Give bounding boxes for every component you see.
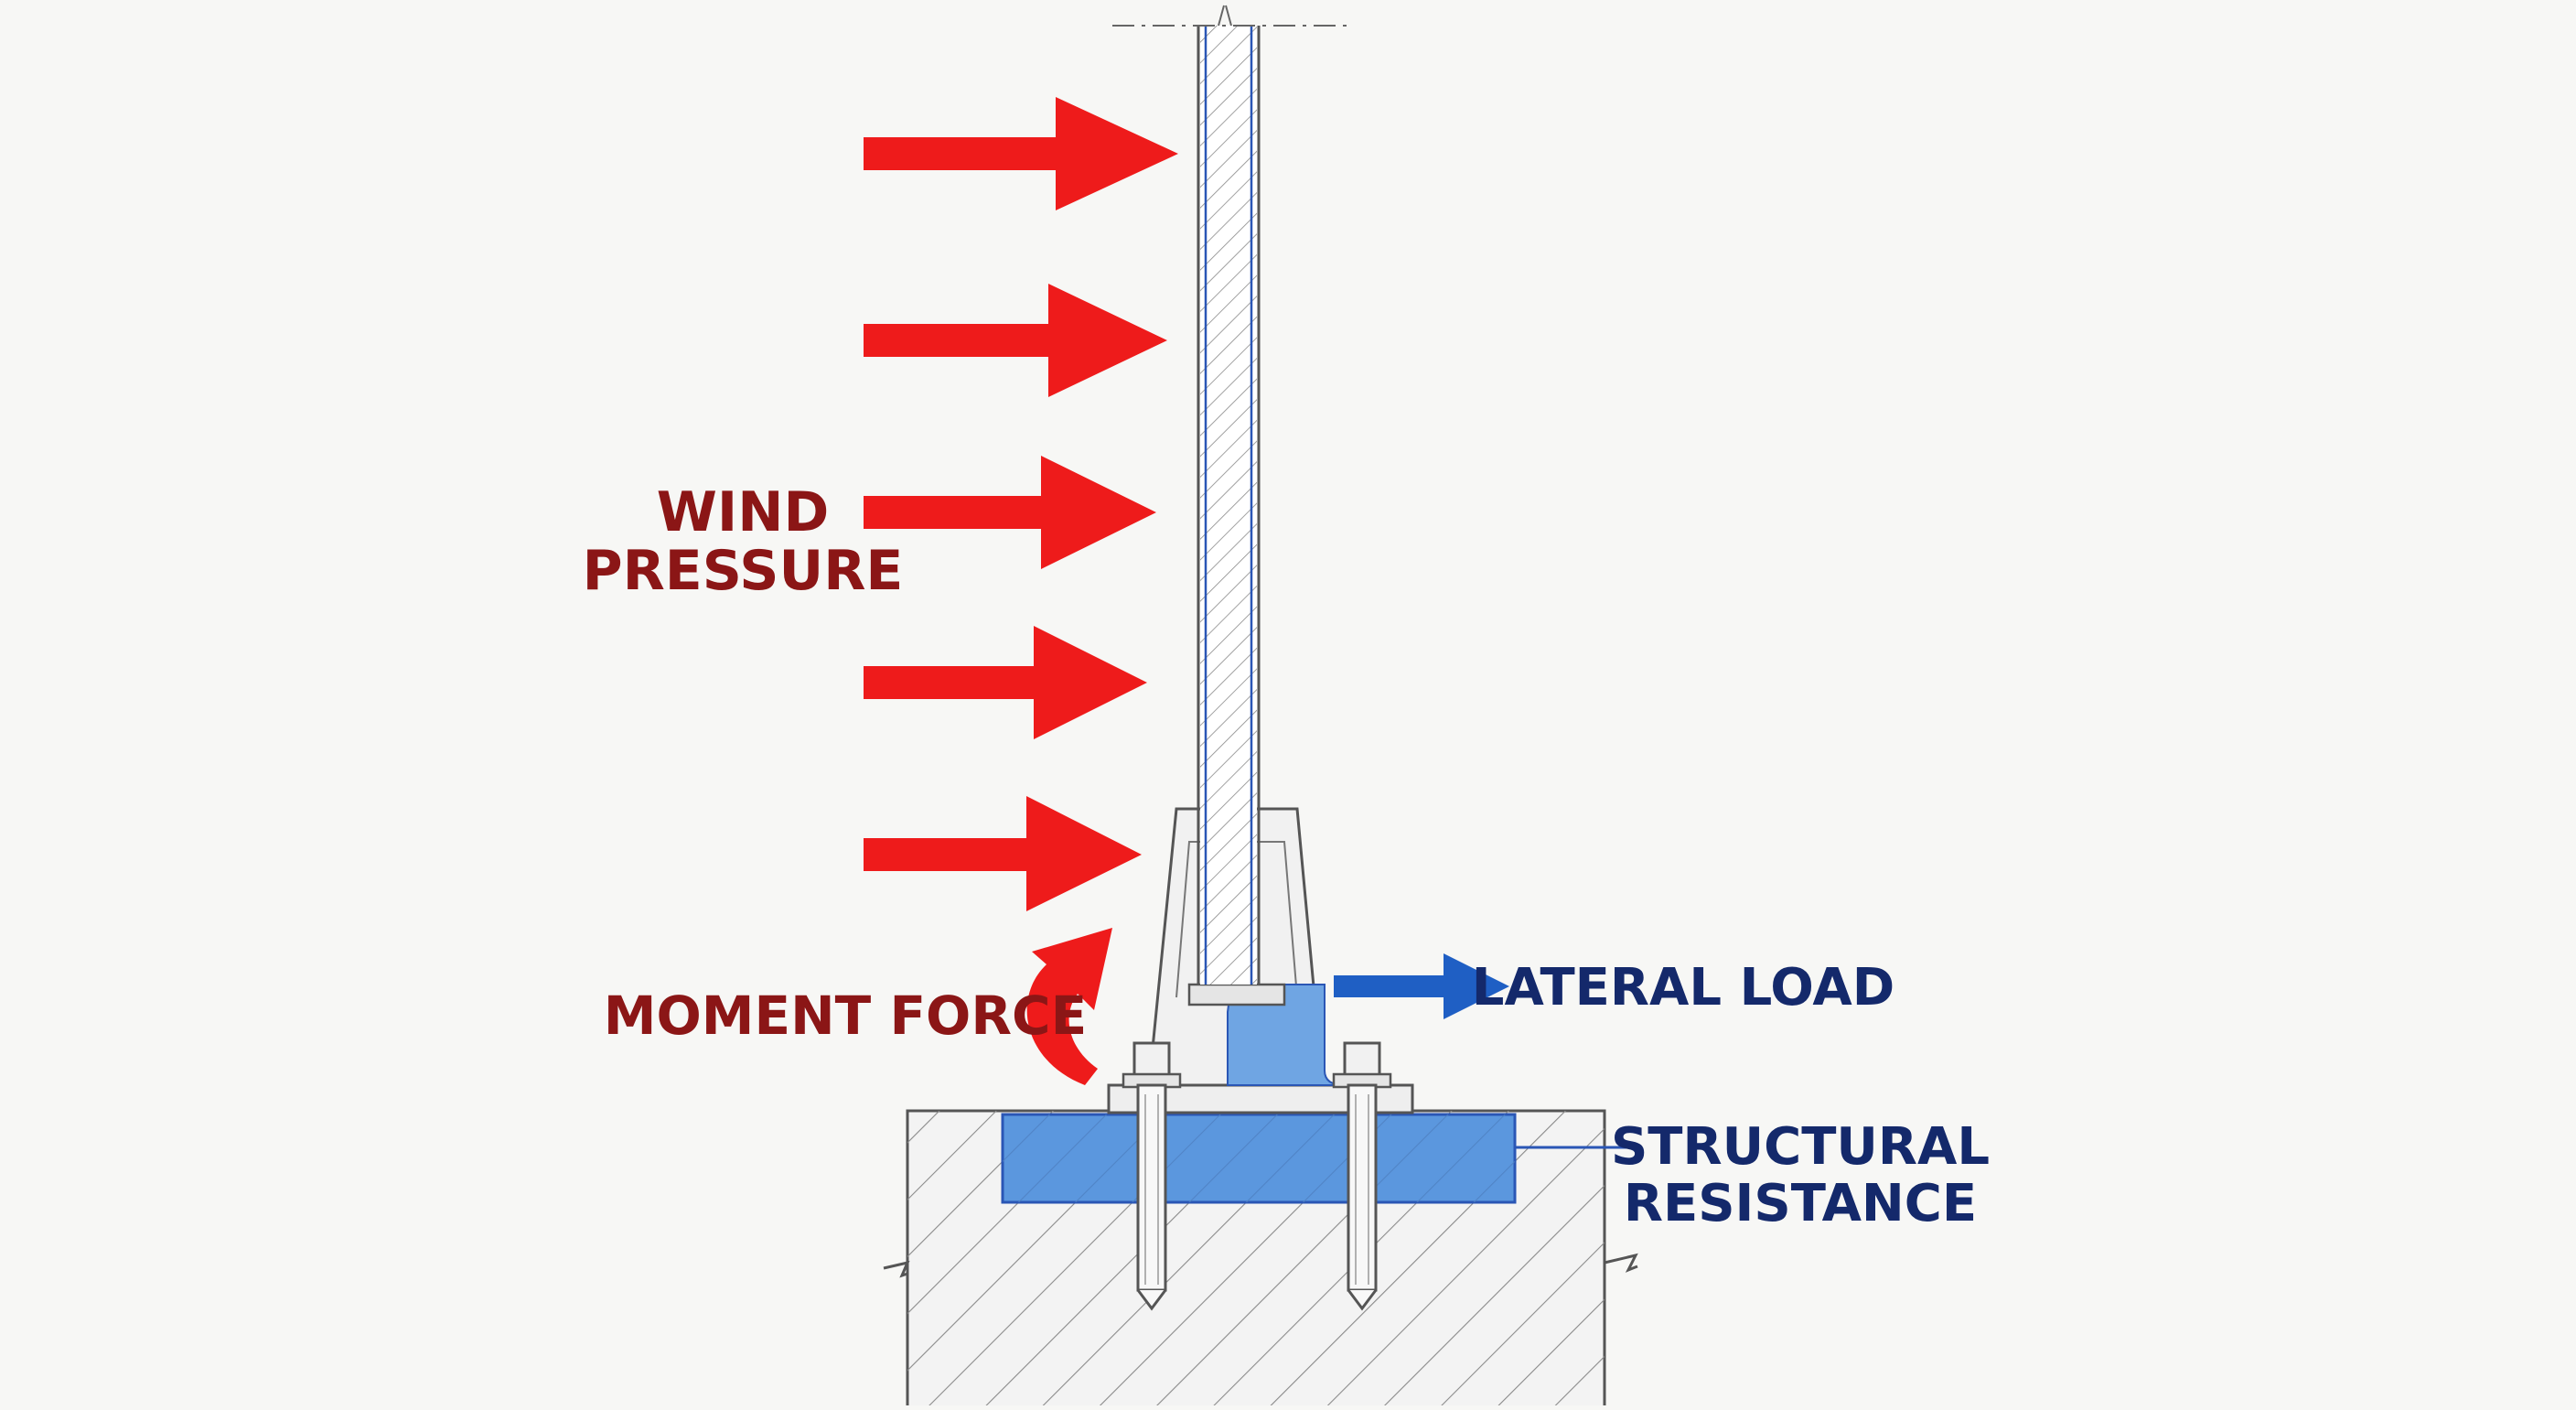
anchor-bolt-right [1332, 1041, 1392, 1311]
wind-arrow-4 [864, 626, 1147, 739]
glass-panel [1112, 5, 1352, 985]
break-line-left [883, 1260, 910, 1278]
wind-pressure-label-line2: PRESSURE [583, 539, 904, 603]
break-line-right [1604, 1253, 1638, 1273]
wind-arrow-5 [864, 796, 1142, 911]
resistance-zone [1001, 1113, 1517, 1204]
wind-arrow-2 [864, 284, 1167, 397]
lateral-load-arrow-icon [1334, 953, 1509, 1019]
setting-block [1187, 983, 1286, 1006]
structural-resistance-label-line2: RESISTANCE [1624, 1174, 1977, 1233]
wind-pressure-label-line1: WIND [657, 480, 830, 544]
anchor-bolt-left [1122, 1041, 1182, 1311]
wind-arrow-3 [864, 456, 1156, 569]
moment-force-label: MOMENT FORCE [604, 985, 1087, 1047]
structural-resistance-label-line1: STRUCTURAL [1611, 1117, 1990, 1177]
wind-arrow-1 [864, 97, 1178, 210]
moment-arrow-icon [1026, 928, 1112, 1085]
lateral-load-label: LATERAL LOAD [1472, 958, 1894, 1017]
wind-arrows [864, 97, 1178, 911]
